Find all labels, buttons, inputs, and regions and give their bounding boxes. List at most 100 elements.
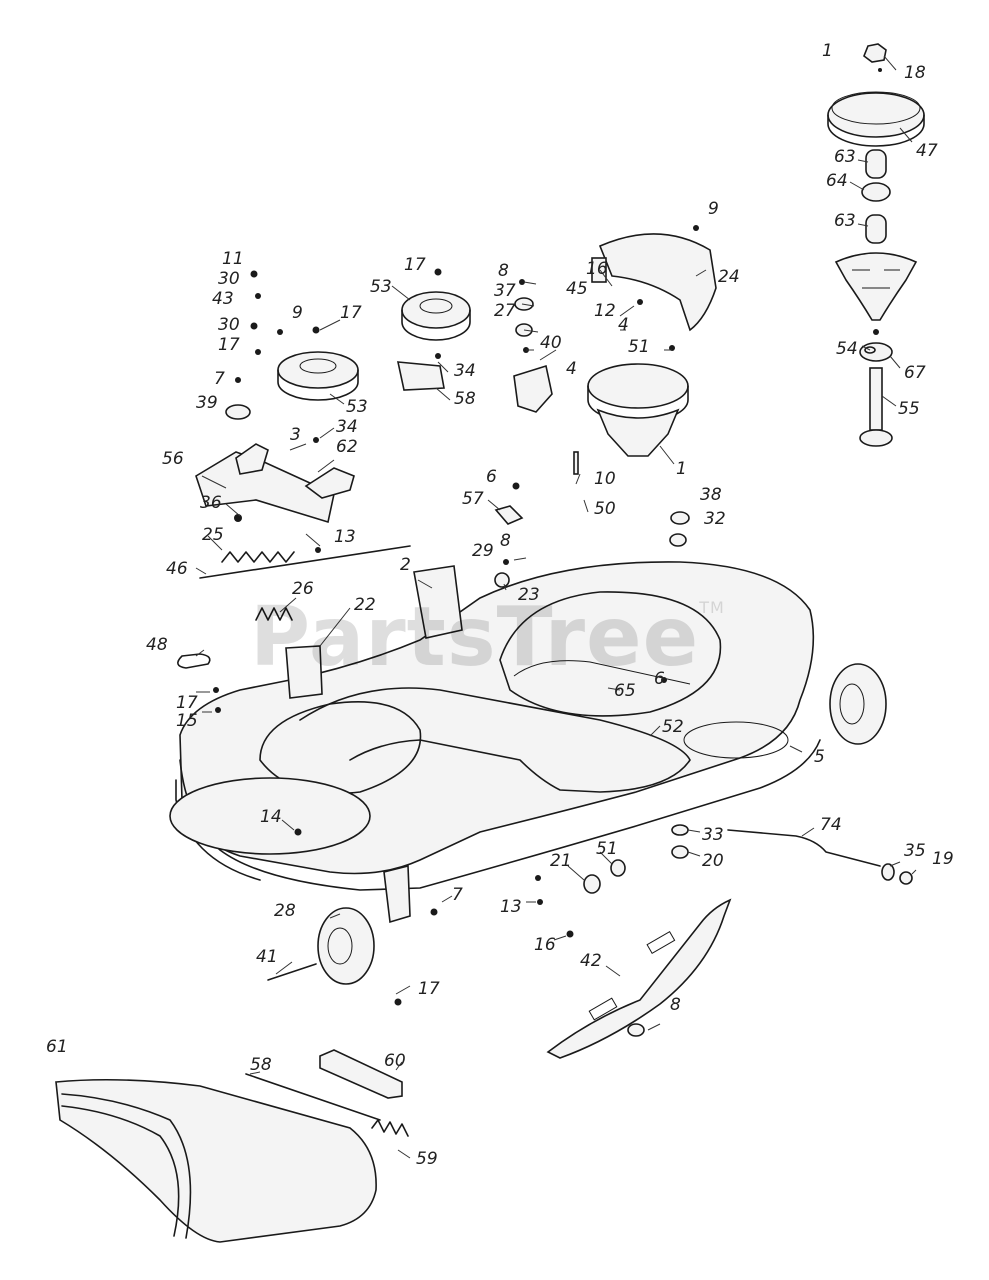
blade-housing-right	[499, 591, 722, 717]
callout-33: 33	[702, 825, 724, 845]
callout-62: 62	[336, 437, 358, 457]
callout-17: 17	[176, 693, 198, 713]
callout-6: 6	[654, 669, 665, 689]
callout-16: 16	[534, 935, 556, 955]
callout-30: 30	[218, 315, 240, 335]
left-pulley	[277, 351, 359, 389]
callout-24: 24	[718, 267, 740, 287]
callout-13: 13	[334, 527, 356, 547]
callout-4: 4	[618, 315, 629, 335]
callout-52: 52	[662, 717, 684, 737]
spacer-lower	[865, 214, 887, 244]
center-pulley	[401, 291, 471, 329]
axle-bolt-41	[267, 963, 317, 981]
guard-bracket	[591, 257, 607, 283]
callout-38: 38	[700, 485, 722, 505]
cover-14	[169, 777, 371, 855]
callout-64: 64	[826, 171, 848, 191]
idler-group	[195, 291, 471, 621]
spindle-pulley	[827, 92, 925, 138]
rod-74	[727, 829, 881, 867]
callout-16: 16	[586, 259, 608, 279]
spindle-assembly	[827, 43, 925, 447]
callout-22: 22	[354, 595, 376, 615]
callout-39: 39	[196, 393, 218, 413]
callout-28: 28	[274, 901, 296, 921]
callout-53: 53	[370, 277, 392, 297]
callout-8: 8	[670, 995, 681, 1015]
callout-6: 6	[486, 467, 497, 487]
discharge-oval	[683, 721, 789, 759]
gauge-wheel-left	[317, 907, 375, 985]
callout-21: 21	[550, 851, 572, 871]
callout-53: 53	[346, 397, 368, 417]
callout-20: 20	[702, 851, 724, 871]
callout-45: 45	[566, 279, 588, 299]
callout-27: 27	[494, 301, 516, 321]
discharge-chute	[55, 1049, 409, 1243]
callout-54: 54	[836, 339, 858, 359]
callout-63: 63	[834, 147, 856, 167]
right-spindle-group	[513, 233, 717, 457]
spring-26	[255, 607, 293, 621]
callout-61: 61	[46, 1037, 68, 1057]
callout-12: 12	[594, 301, 616, 321]
callout-35: 35	[904, 841, 926, 861]
washer-35	[881, 863, 895, 881]
callout-15: 15	[176, 711, 198, 731]
belt-52	[299, 687, 691, 793]
callout-48: 48	[146, 635, 168, 655]
deck-bracket-2	[413, 565, 463, 639]
callout-36: 36	[200, 493, 222, 513]
idler-bracket	[513, 364, 553, 413]
right-spindle-housing	[596, 408, 680, 457]
callout-3: 3	[290, 425, 301, 445]
callout-25: 25	[202, 525, 224, 545]
callout-42: 42	[580, 951, 602, 971]
callout-58: 58	[454, 389, 476, 409]
callout-labels: 1 18 47 63 64 63 54 67 55 9 24 16 45 12 …	[46, 41, 954, 1169]
callout-56: 56	[162, 449, 184, 469]
callout-7: 7	[452, 885, 463, 905]
callout-5: 5	[814, 747, 825, 767]
callout-10: 10	[594, 469, 616, 489]
wheels	[267, 663, 887, 985]
right-pulley	[587, 363, 689, 409]
callout-67: 67	[904, 363, 926, 383]
spring-25	[221, 551, 295, 563]
callout-2: 2	[400, 555, 411, 575]
gauge-wheel-right	[829, 663, 887, 745]
bracket-front	[383, 864, 411, 924]
callout-63: 63	[834, 211, 856, 231]
callout-7: 7	[214, 369, 225, 389]
callout-23: 23	[518, 585, 540, 605]
rod-46	[199, 545, 411, 579]
nut-19	[899, 871, 913, 885]
belt-guard	[598, 233, 717, 332]
callout-59: 59	[416, 1149, 438, 1169]
callout-30: 30	[218, 269, 240, 289]
callout-11: 11	[222, 249, 244, 269]
callout-17: 17	[340, 303, 362, 323]
callout-40: 40	[540, 333, 562, 353]
washer-67	[859, 342, 893, 362]
callout-74: 74	[820, 815, 842, 835]
bracket-3	[235, 443, 269, 475]
callout-43: 43	[212, 289, 234, 309]
callout-17: 17	[418, 979, 440, 999]
spindle-shaft	[869, 367, 883, 431]
blade-slot-b	[588, 997, 618, 1021]
deck-shell	[169, 561, 821, 924]
callout-60: 60	[384, 1051, 406, 1071]
callout-4: 4	[566, 359, 577, 379]
callout-58-chute: 58	[250, 1055, 272, 1075]
callout-32: 32	[704, 509, 726, 529]
callout-57: 57	[462, 489, 484, 509]
callout-8: 8	[498, 261, 509, 281]
callout-8: 8	[500, 531, 511, 551]
blade-group	[546, 829, 913, 1059]
callout-9: 9	[292, 303, 303, 323]
callout-51: 51	[628, 337, 650, 357]
callout-17: 17	[404, 255, 426, 275]
